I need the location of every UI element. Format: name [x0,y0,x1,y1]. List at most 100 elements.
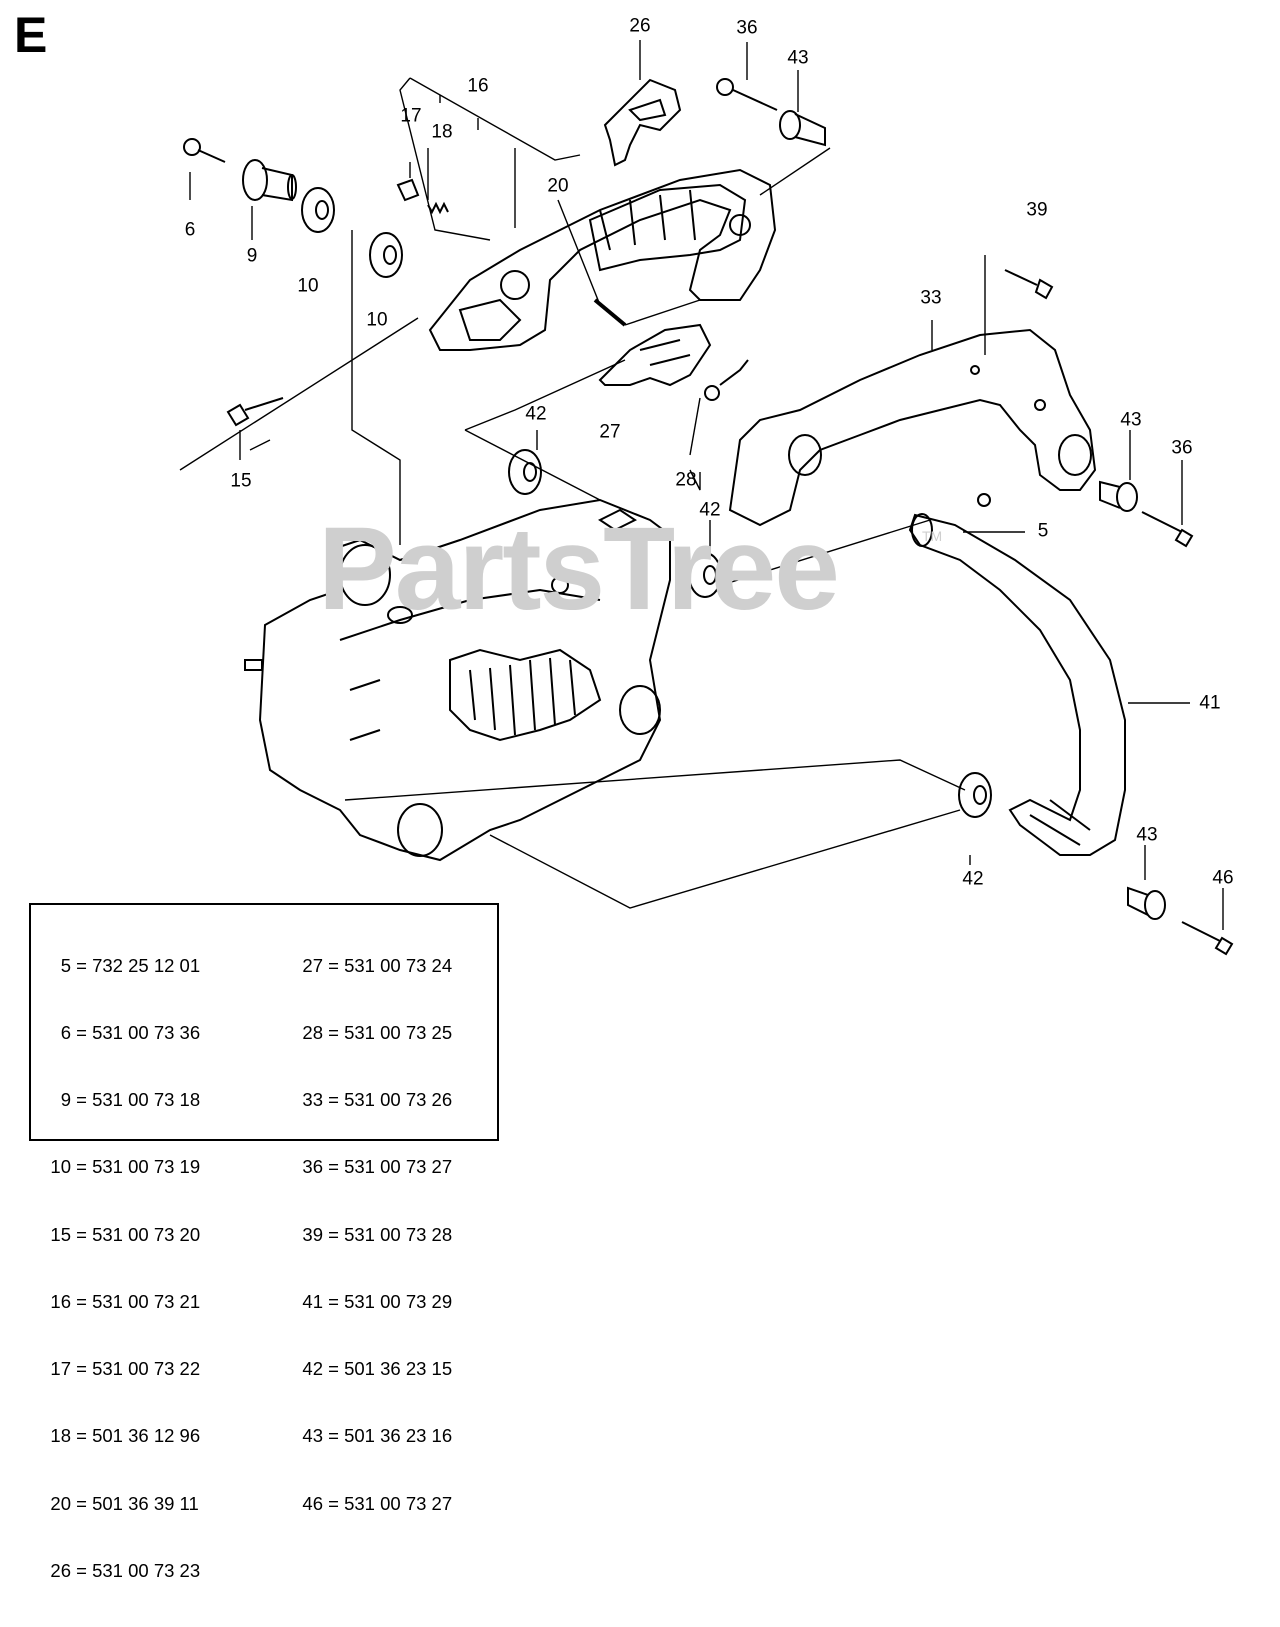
part-number: 531 00 73 25 [344,1022,453,1044]
callout-20: 20 [547,175,569,197]
callout-41: 41 [1199,692,1221,714]
callout-17: 17 [400,105,422,127]
part-number: 531 00 73 26 [344,1089,453,1111]
callout-43: 43 [1136,824,1158,846]
callout-10: 10 [297,275,319,297]
part-number: 501 36 23 15 [344,1358,453,1380]
screw-39 [1004,269,1054,300]
part-ref: 36 [302,1156,323,1178]
callout-16: 16 [467,75,489,97]
part-ref: 5 [60,954,71,976]
callout-10: 10 [366,309,388,331]
callout-33: 33 [920,287,942,309]
rear-handle-part [428,168,777,351]
callout-46: 46 [1212,867,1234,889]
parts-list-row: 28 = 531 00 73 25 [277,1022,487,1044]
trigger-part [603,78,682,167]
handle-bracket-part [728,328,1097,527]
screw-36a [716,78,778,111]
screw-46 [1181,921,1234,956]
nut-5 [977,493,991,507]
screw-6 [183,138,226,163]
parts-list-row: 17 = 531 00 73 22 [31,1358,227,1380]
part-number: 501 36 39 11 [92,1492,199,1514]
part-number: 531 00 73 21 [92,1290,201,1312]
parts-list-row: 42 = 501 36 23 15 [277,1358,487,1380]
callout-36: 36 [1171,437,1193,459]
parts-list-row: 10 = 531 00 73 19 [31,1156,227,1178]
part-number: 531 00 73 20 [92,1223,201,1245]
callout-26: 26 [629,15,651,37]
exploded-parts-diagram [179,40,1234,956]
callout-36: 36 [736,17,758,39]
part-number: 531 00 73 18 [92,1089,201,1111]
buffer-10a [301,187,335,233]
assembly-lines [179,40,1224,930]
part-number: 531 00 73 29 [344,1290,453,1312]
buffer-42b [688,552,722,598]
parts-list-row: 26 = 531 00 73 23 [31,1560,227,1582]
bushing-43c [1127,886,1166,920]
part-ref: 46 [302,1492,323,1514]
parts-list-left-column: 5 = 732 25 12 01 6 = 531 00 73 36 9 = 53… [31,910,227,1627]
part-ref: 27 [302,954,323,976]
throttle-lock-part [598,323,712,387]
parts-list-row: 6 = 531 00 73 36 [31,1022,227,1044]
parts-list-row: 20 = 501 36 39 11 [31,1493,227,1515]
pin-17 [396,178,420,202]
buffer-42c [958,772,992,818]
part-number: 531 00 73 36 [92,1022,201,1044]
part-ref: 10 [50,1156,71,1178]
part-ref: 43 [302,1425,323,1447]
callout-9: 9 [246,245,258,267]
part-number: 531 00 73 28 [344,1223,453,1245]
spring-28 [704,359,749,401]
buffer-10b [369,232,403,278]
part-ref: 28 [302,1022,323,1044]
part-ref: 33 [302,1089,323,1111]
part-ref: 42 [302,1358,323,1380]
section-letter: E [14,7,48,63]
callout-42: 42 [699,499,721,521]
buffer-42a [508,449,542,495]
parts-list-row: 36 = 531 00 73 27 [277,1156,487,1178]
parts-list-row: 33 = 531 00 73 26 [277,1089,487,1111]
screw-36b [1141,511,1194,548]
part-ref: 20 [50,1492,71,1514]
callout-39: 39 [1026,199,1048,221]
parts-list-row: 43 = 501 36 23 16 [277,1425,487,1447]
parts-list-row: 15 = 531 00 73 20 [31,1224,227,1246]
part-number: 531 00 73 23 [92,1559,201,1581]
parts-list-row: 5 = 732 25 12 01 [31,955,227,977]
part-number: 501 36 23 16 [344,1425,453,1447]
part-ref: 9 [60,1089,71,1111]
spring-18 [427,201,449,215]
part-number: 501 36 12 96 [92,1425,201,1447]
part-ref: 17 [50,1358,71,1380]
callout-42: 42 [525,403,547,425]
part-number: 531 00 73 27 [344,1492,453,1514]
part-number: 531 00 73 19 [92,1156,201,1178]
part-ref: 26 [50,1559,71,1581]
part-ref: 39 [302,1223,323,1245]
callout-43: 43 [1120,409,1142,431]
part-ref: 6 [60,1022,71,1044]
callout-42: 42 [962,868,984,890]
bushing-43a [779,110,826,147]
callout-43: 43 [787,47,809,69]
part-number: 531 00 73 24 [344,954,453,976]
parts-list-row: 46 = 531 00 73 27 [277,1493,487,1515]
parts-list-row: 16 = 531 00 73 21 [31,1291,227,1313]
callout-6: 6 [184,219,196,241]
part-number: 531 00 73 22 [92,1358,201,1380]
part-ref: 41 [302,1290,323,1312]
part-number: 732 25 12 01 [92,954,201,976]
watermark: PartsTree [318,503,840,635]
part-ref: 16 [50,1290,71,1312]
part-ref: 15 [50,1223,71,1245]
part-number: 531 00 73 27 [344,1156,453,1178]
callout-15: 15 [230,470,252,492]
front-handle-bar-part [908,513,1126,856]
parts-list-row: 27 = 531 00 73 24 [277,955,487,977]
parts-list-table: 5 = 732 25 12 01 6 = 531 00 73 36 9 = 53… [29,903,499,1581]
